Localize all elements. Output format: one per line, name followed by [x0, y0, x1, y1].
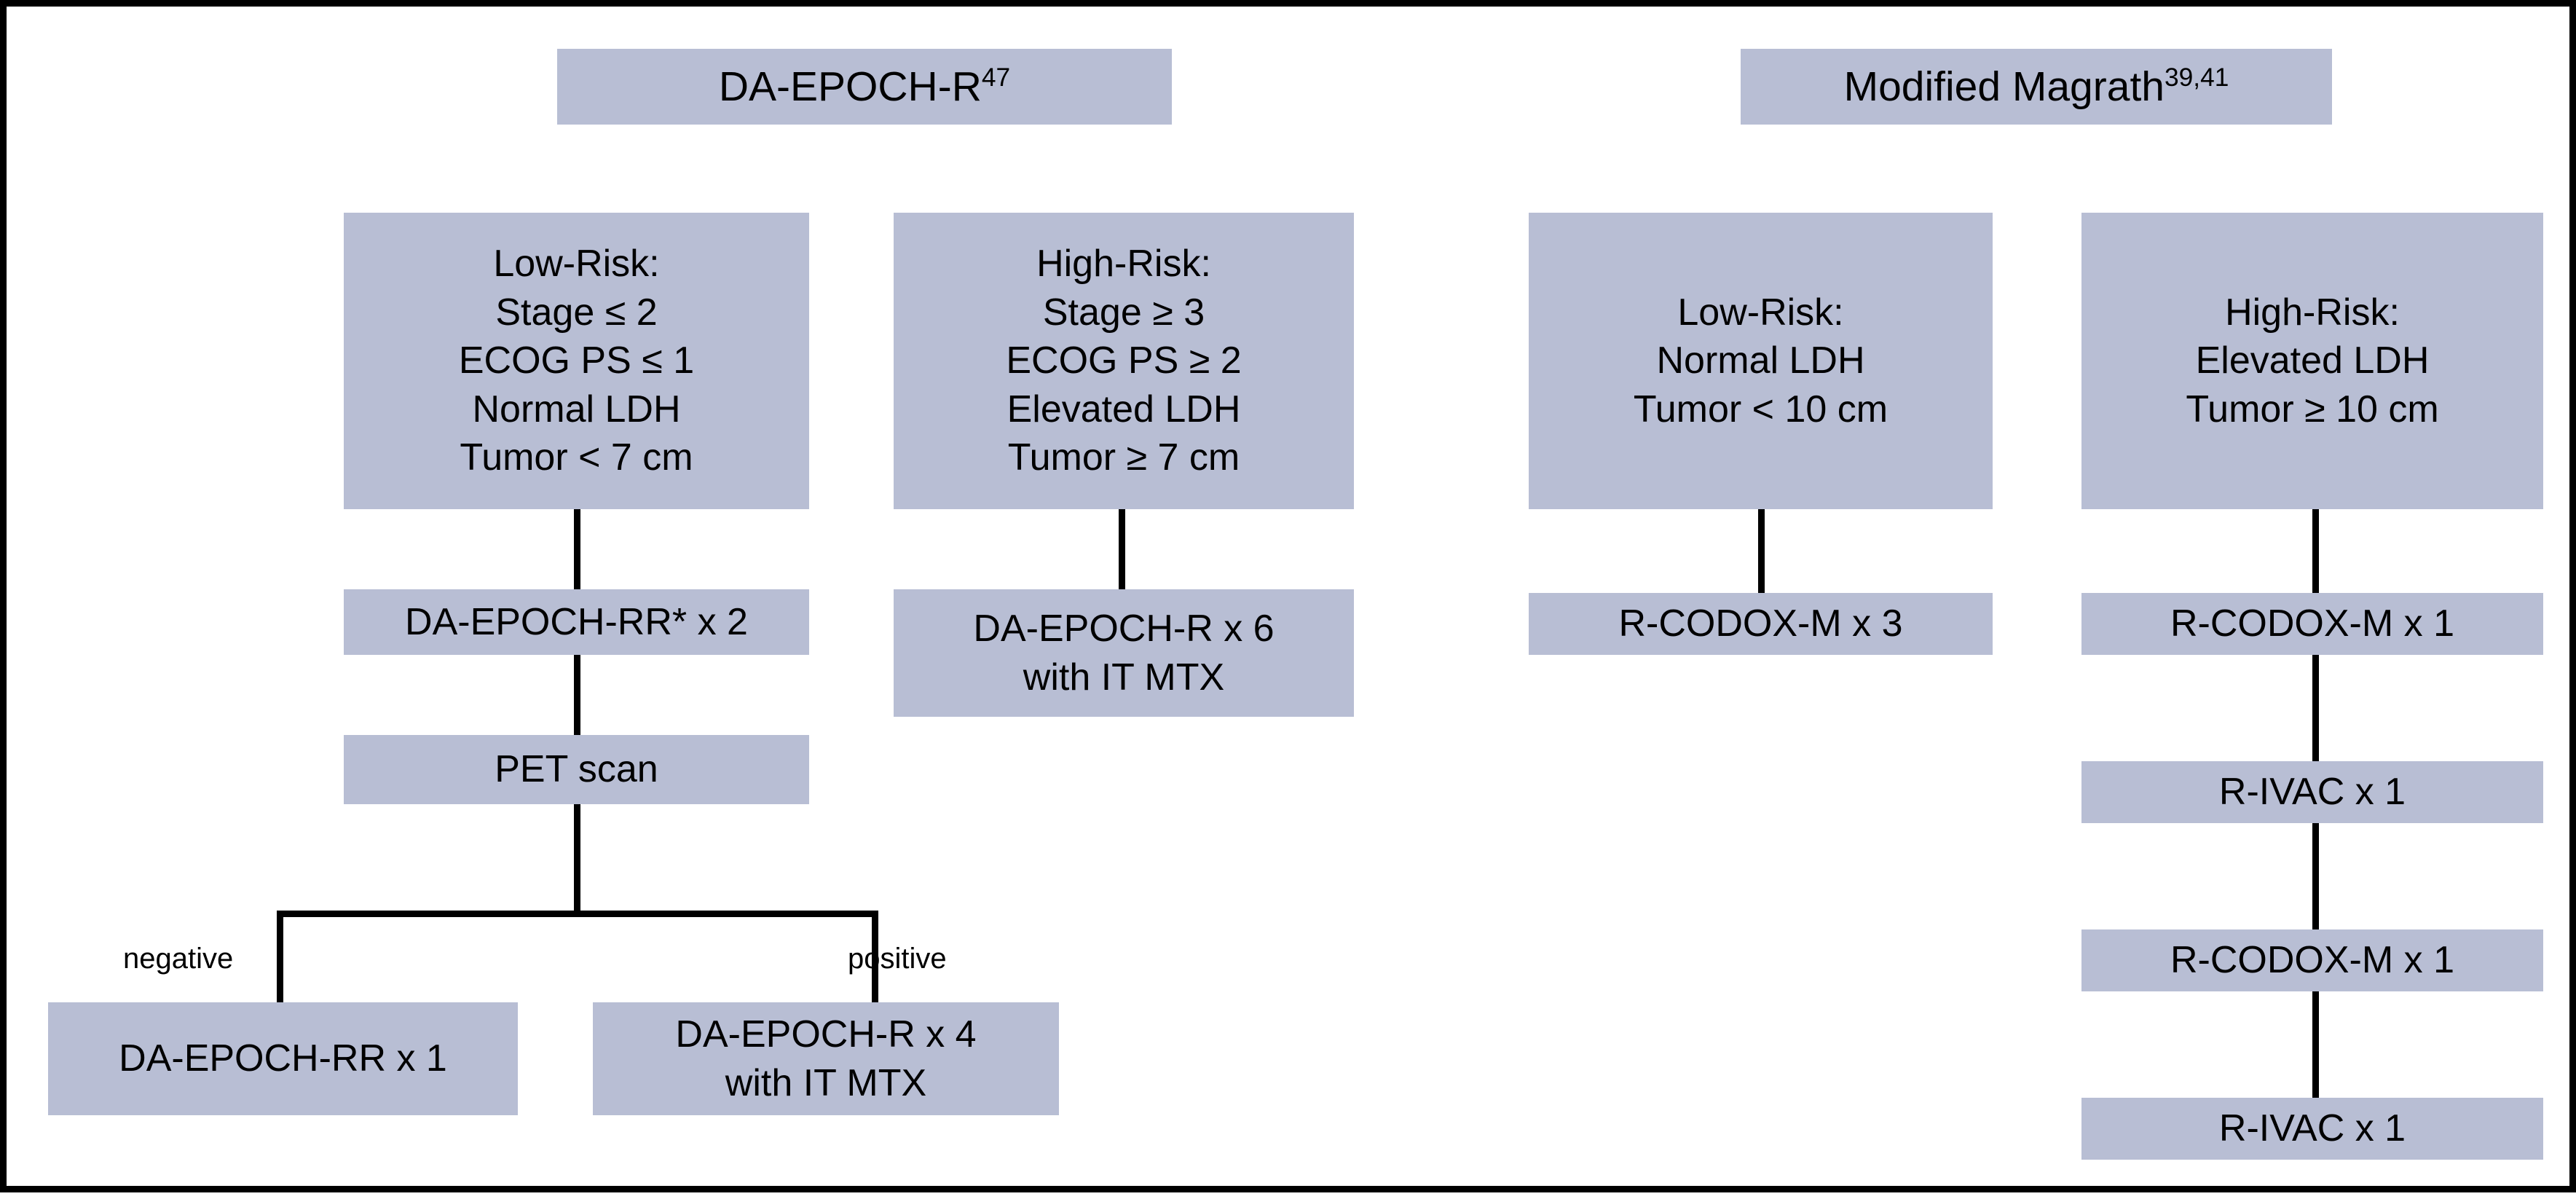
node-magrath-high-tx-2-text: R-IVAC x 1 — [2218, 771, 2406, 814]
node-magrath-low-tx: R-CODOX-M x 3 — [1529, 593, 1993, 655]
node-pet-scan: PET scan — [344, 735, 809, 804]
node-magrath-high-tx-4-text: R-IVAC x 1 — [2218, 1107, 2406, 1150]
node-epoch-high-tx: DA-EPOCH-R x 6 with IT MTX — [894, 589, 1354, 717]
node-epoch-low-risk-text: Low-Risk: Stage ≤ 2 ECOG PS ≤ 1 Normal L… — [458, 243, 695, 479]
node-epoch-high-risk-text: High-Risk: Stage ≥ 3 ECOG PS ≥ 2 Elevate… — [1006, 243, 1242, 479]
node-magrath-high-tx-1-text: R-CODOX-M x 1 — [2170, 602, 2454, 645]
node-magrath-low-risk-text: Low-Risk: Normal LDH Tumor < 10 cm — [1633, 291, 1888, 431]
node-magrath-high-tx-4: R-IVAC x 1 — [2081, 1098, 2543, 1160]
node-magrath-high-tx-3-text: R-CODOX-M x 1 — [2170, 939, 2454, 982]
edge-magrath-high-risk-to-tx — [2312, 509, 2319, 593]
column-title-modified-magrath-text: Modified Magrath39,41 — [1843, 63, 2229, 110]
edge-magrath-tx2-to-tx3 — [2312, 823, 2319, 929]
citation-superscript-47: 47 — [981, 63, 1011, 92]
node-magrath-low-tx-text: R-CODOX-M x 3 — [1618, 602, 1903, 645]
edge-epoch-low-risk-to-tx — [574, 509, 580, 589]
edge-branch-horizontal — [277, 911, 878, 917]
node-epoch-high-tx-text: DA-EPOCH-R x 6 with IT MTX — [973, 607, 1275, 699]
column-title-da-epoch-r: DA-EPOCH-R47 — [557, 49, 1172, 125]
edge-branch-positive-drop — [872, 911, 878, 1002]
node-pet-negative-tx: DA-EPOCH-RR x 1 — [48, 1002, 518, 1115]
citation-superscript-39-41: 39,41 — [2164, 63, 2229, 92]
column-title-da-epoch-r-text: DA-EPOCH-R47 — [718, 63, 1011, 110]
node-pet-positive-tx-text: DA-EPOCH-R x 4 with IT MTX — [675, 1013, 977, 1104]
node-pet-scan-text: PET scan — [495, 748, 658, 791]
node-epoch-high-risk: High-Risk: Stage ≥ 3 ECOG PS ≥ 2 Elevate… — [894, 213, 1354, 509]
edge-magrath-tx1-to-tx2 — [2312, 655, 2319, 761]
column-title-modified-magrath: Modified Magrath39,41 — [1741, 49, 2332, 125]
edge-branch-negative-drop — [277, 911, 283, 1002]
edge-magrath-low-risk-to-tx — [1758, 509, 1765, 593]
node-pet-negative-tx-text: DA-EPOCH-RR x 1 — [119, 1037, 447, 1080]
node-magrath-high-risk-text: High-Risk: Elevated LDH Tumor ≥ 10 cm — [2186, 291, 2439, 431]
node-magrath-high-tx-2: R-IVAC x 1 — [2081, 761, 2543, 823]
node-epoch-low-tx-text: DA-EPOCH-RR* x 2 — [405, 600, 748, 643]
flowchart-canvas: DA-EPOCH-R47 Modified Magrath39,41 Low-R… — [7, 7, 2576, 1199]
node-magrath-high-tx-1: R-CODOX-M x 1 — [2081, 593, 2543, 655]
node-magrath-low-risk: Low-Risk: Normal LDH Tumor < 10 cm — [1529, 213, 1993, 509]
edge-magrath-tx3-to-tx4 — [2312, 991, 2319, 1098]
edge-pet-to-branch-stem — [574, 803, 580, 916]
edge-epoch-high-risk-to-tx — [1119, 509, 1125, 589]
edge-epoch-tx-to-pet — [574, 655, 580, 735]
branch-label-positive: positive — [848, 943, 947, 975]
node-magrath-high-tx-3: R-CODOX-M x 1 — [2081, 929, 2543, 991]
node-magrath-high-risk: High-Risk: Elevated LDH Tumor ≥ 10 cm — [2081, 213, 2543, 509]
node-pet-positive-tx: DA-EPOCH-R x 4 with IT MTX — [593, 1002, 1059, 1115]
branch-label-negative: negative — [123, 943, 234, 975]
node-epoch-low-tx: DA-EPOCH-RR* x 2 — [344, 589, 809, 655]
node-epoch-low-risk: Low-Risk: Stage ≤ 2 ECOG PS ≤ 1 Normal L… — [344, 213, 809, 509]
